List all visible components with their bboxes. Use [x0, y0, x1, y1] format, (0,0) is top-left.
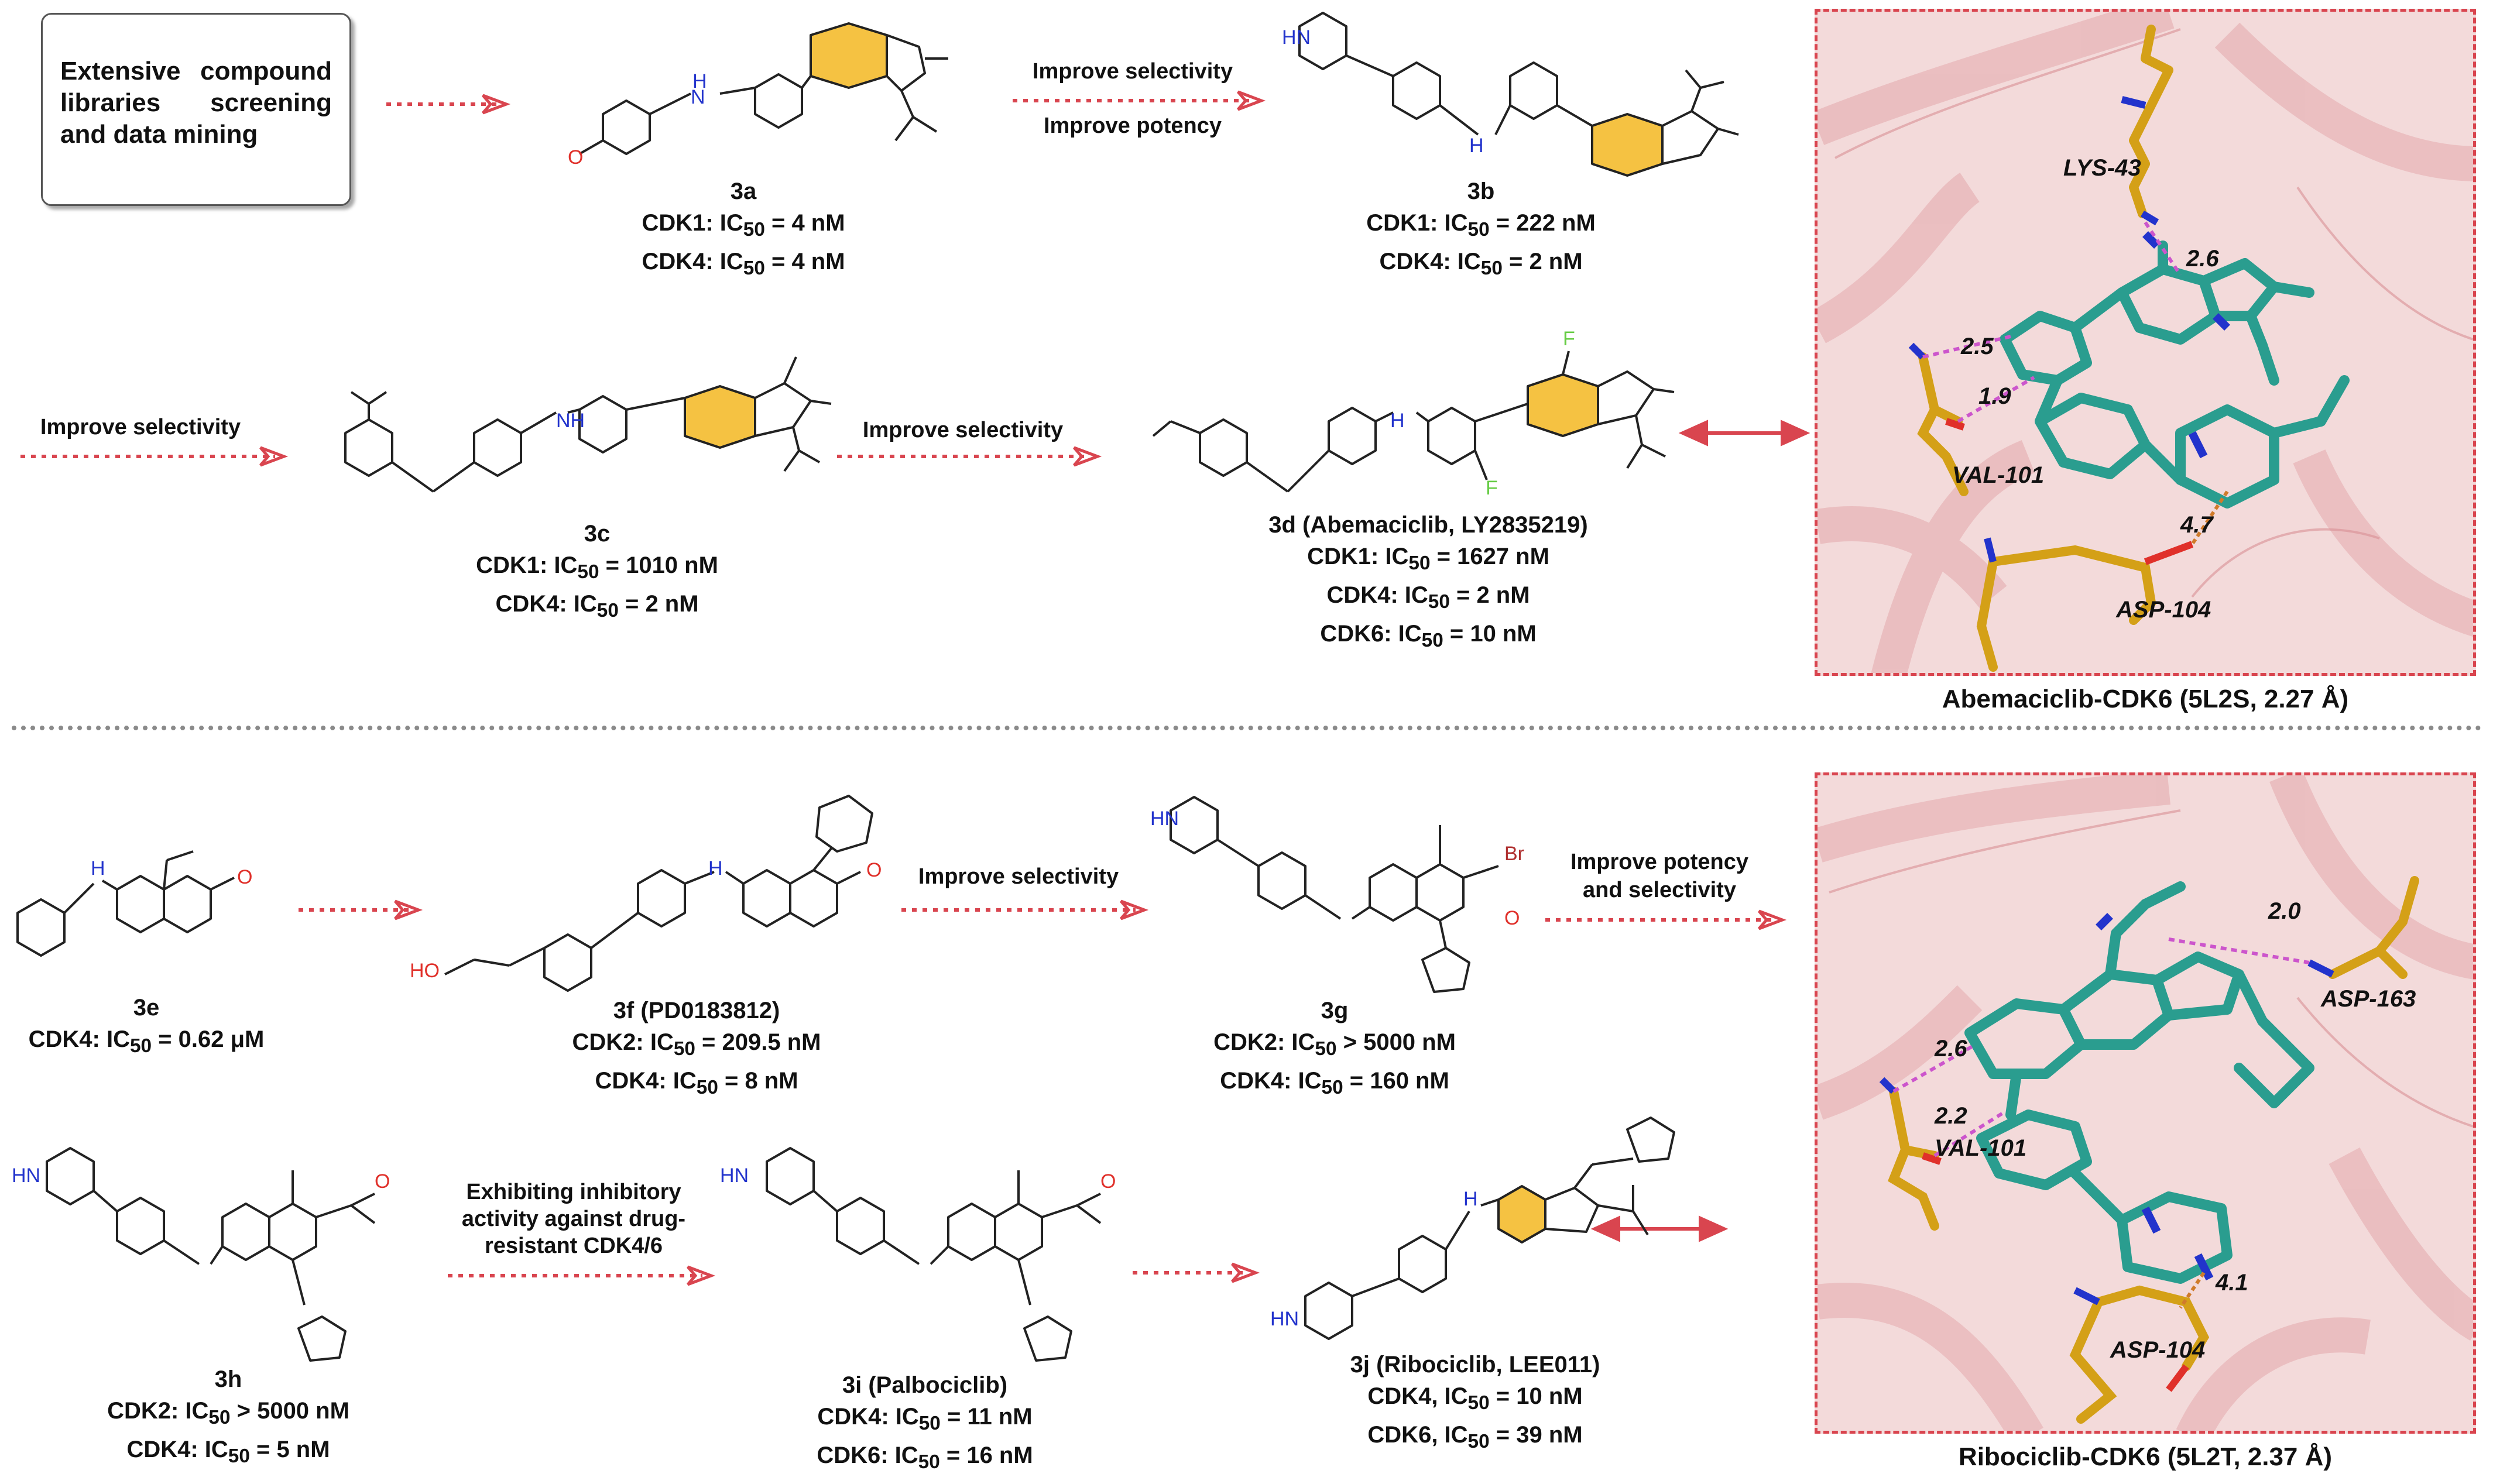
residue-label-asp104: ASP-104: [2110, 1337, 2206, 1363]
residue-label-val101: VAL-101: [1952, 462, 2045, 488]
distance-label: 2.5: [1961, 334, 1994, 359]
atom-label: O: [237, 866, 253, 888]
atom-label: H: [1390, 410, 1405, 432]
compound-3j-label: 3j (Ribociclib, LEE011) CDK4, IC50 = 10 …: [1311, 1349, 1639, 1458]
structure-3e: [16, 850, 235, 957]
atom-label: NH: [556, 410, 585, 432]
arrow-label-inhibitory-1: Exhibiting inhibitory: [466, 1180, 681, 1204]
compound-name: 3e: [133, 995, 160, 1021]
atom-label: O: [375, 1170, 390, 1193]
atom-label: HN: [12, 1164, 41, 1187]
compound-name: 3d (Abemaciclib, LY2835219): [1268, 512, 1588, 538]
atom-label: H: [1463, 1188, 1478, 1210]
compound-3a-label: 3a CDK1: IC50 = 4 nM CDK4: IC50 = 4 nM: [615, 176, 872, 284]
structure-3h: [46, 1147, 376, 1362]
compound-3h-label: 3h CDK2: IC50 > 5000 nM CDK4: IC50 = 5 n…: [76, 1363, 380, 1472]
compound-name: 3f (PD0183812): [613, 998, 780, 1023]
distance-label: 2.6: [1935, 1036, 1967, 1062]
atom-label: F: [1486, 477, 1498, 499]
distance-label: 4.7: [2180, 512, 2213, 538]
abemaciclib-cdk6-panel: LYS-43 VAL-101 ASP-104 2.6 2.5 1.9 4.7: [1815, 9, 2476, 676]
screening-note-box: Extensive compound libraries screening a…: [41, 13, 351, 206]
compound-name: 3g: [1321, 998, 1349, 1023]
atom-label: HN: [1282, 26, 1311, 49]
atom-label: N: [691, 86, 705, 108]
residue-label-val101: VAL-101: [1935, 1135, 2027, 1161]
arrow-label-improve-selectivity-4: Improve selectivity: [918, 864, 1119, 889]
atom-label: HN: [720, 1164, 749, 1187]
compound-3i-label: 3i (Palbociclib) CDK4: IC50 = 11 nM CDK6…: [779, 1369, 1071, 1478]
section-divider: [12, 726, 2482, 730]
compound-name: 3a: [730, 178, 757, 204]
structure-3i: [766, 1147, 1102, 1362]
atom-label: H: [692, 70, 707, 92]
structure-3d: [1152, 351, 1675, 493]
ribociclib-panel-caption: Ribociclib-CDK6 (5L2T, 2.37 Å): [1958, 1442, 2333, 1471]
compound-3e-label: 3e CDK4: IC50 = 0.62 μM: [6, 992, 287, 1062]
abemaciclib-panel-caption: Abemaciclib-CDK6 (5L2S, 2.27 Å): [1942, 685, 2349, 713]
compound-name: 3j (Ribociclib, LEE011): [1350, 1352, 1600, 1377]
screening-note-text: Extensive compound libraries screening a…: [60, 57, 332, 149]
structure-3f: [444, 795, 873, 992]
compound-name: 3c: [584, 521, 611, 547]
structure-3c: [344, 356, 832, 493]
arrow-label-improve-potency-selectivity-2: and selectivity: [1583, 878, 1736, 902]
distance-label: 2.6: [2186, 246, 2219, 272]
ribociclib-cdk6-panel: ASP-163 VAL-101 ASP-104 2.0 2.6 2.2 4.1: [1815, 772, 2476, 1434]
compound-name: 3i (Palbociclib): [842, 1372, 1008, 1398]
arrow-label-improve-selectivity-3: Improve selectivity: [862, 418, 1064, 442]
arrow-label-improve-potency: Improve potency: [1043, 114, 1222, 138]
atom-label: HN: [1270, 1308, 1299, 1330]
arrow-label-inhibitory-3: resistant CDK4/6: [484, 1234, 663, 1258]
structure-3j: [1304, 1117, 1675, 1340]
compound-3c-label: 3c CDK1: IC50 = 1010 nM CDK4: IC50 = 2 n…: [451, 518, 743, 627]
arrow-label-inhibitory-2: activity against drug-: [461, 1207, 686, 1231]
compound-3g-label: 3g CDK2: IC50 > 5000 nM CDK4: IC50 = 160…: [1182, 995, 1487, 1104]
compound-name: 3h: [214, 1366, 242, 1392]
structure-3b: [1298, 12, 1739, 177]
ribociclib-binding-render: [1818, 775, 2473, 1431]
atom-label: O: [1504, 907, 1520, 929]
structure-3g: [1170, 796, 1499, 993]
atom-label: Br: [1504, 843, 1524, 865]
residue-label-lys43: LYS-43: [2063, 155, 2141, 181]
distance-label: 1.9: [1978, 383, 2011, 409]
arrow-label-improve-potency-selectivity-1: Improve potency: [1570, 850, 1749, 874]
atom-label: HN: [1150, 808, 1179, 830]
arrow-label-improve-selectivity-1: Improve selectivity: [1032, 59, 1233, 84]
compound-3f-label: 3f (PD0183812) CDK2: IC50 = 209.5 nM CDK…: [544, 995, 849, 1104]
atom-label: O: [1100, 1170, 1116, 1193]
abemaciclib-binding-render: [1818, 12, 2473, 673]
atom-label: F: [1563, 328, 1575, 350]
atom-label: HO: [410, 960, 440, 982]
residue-label-asp104: ASP-104: [2116, 597, 2211, 623]
atom-label: H: [708, 857, 723, 880]
compound-name: 3b: [1467, 178, 1495, 204]
distance-label: 2.2: [1935, 1103, 1967, 1129]
atom-label: O: [568, 146, 584, 169]
atom-label: H: [1469, 135, 1484, 157]
compound-3d-label: 3d (Abemaciclib, LY2835219) CDK1: IC50 =…: [1247, 509, 1610, 657]
distance-label: 2.0: [2268, 898, 2301, 924]
residue-label-asp163: ASP-163: [2321, 986, 2416, 1012]
distance-label: 4.1: [2216, 1270, 2248, 1296]
structure-3a: [579, 22, 948, 155]
atom-label: O: [866, 859, 882, 881]
compound-3b-label: 3b CDK1: IC50 = 222 nM CDK4: IC50 = 2 nM: [1346, 176, 1616, 284]
atom-label: H: [91, 857, 105, 880]
arrow-label-improve-selectivity-2: Improve selectivity: [40, 415, 241, 439]
